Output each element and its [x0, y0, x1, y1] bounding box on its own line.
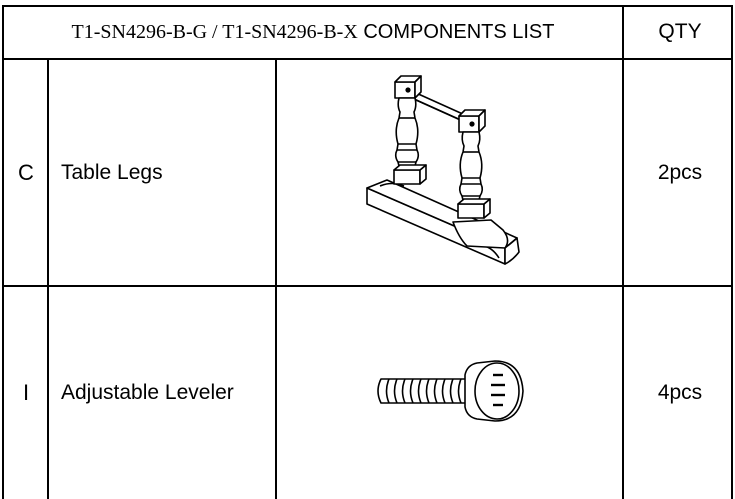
row-qty: 2pcs: [657, 160, 703, 184]
table-border-right: [731, 5, 733, 499]
header-divider: [2, 58, 733, 60]
table-border-left: [2, 5, 4, 499]
title-model-numbers: T1-SN4296-B-G / T1-SN4296-B-X: [71, 20, 358, 43]
row-divider: [2, 285, 733, 287]
row-code: I: [22, 380, 30, 405]
row-name: Adjustable Leveler: [61, 381, 234, 404]
row-qty: 4pcs: [657, 381, 703, 404]
adjustable-leveler-icon: [277, 345, 621, 435]
row-name: Table Legs: [61, 160, 163, 184]
table-legs-icon: [277, 70, 621, 275]
code-column-divider: [47, 58, 49, 499]
row-code: C: [18, 159, 34, 185]
qty-header: QTY: [658, 20, 702, 43]
qty-column-divider: [622, 5, 624, 499]
name-column-divider: [275, 58, 277, 499]
title-components-list: COMPONENTS LIST: [363, 20, 555, 43]
table-border-top: [2, 5, 733, 7]
table-title: T1-SN4296-B-G / T1-SN4296-B-X COMPONENTS…: [4, 7, 622, 57]
